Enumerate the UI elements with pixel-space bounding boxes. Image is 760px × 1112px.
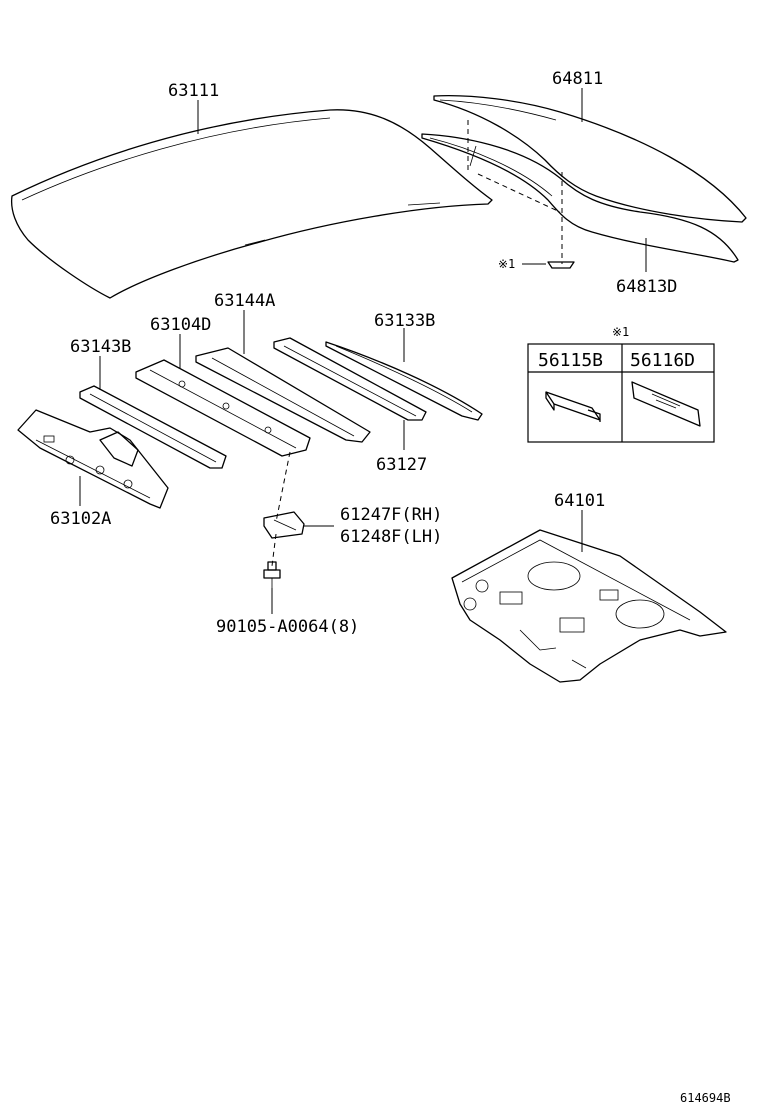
inset-box (527, 343, 715, 443)
label-63102a: 63102A (50, 509, 111, 529)
roof-bow-63104d (135, 359, 311, 457)
dashed-line-e (271, 533, 277, 567)
diagram-id: 614694B (680, 1091, 731, 1105)
window-clip (547, 261, 575, 269)
label-63143b: 63143B (70, 337, 131, 357)
label-63104d: 63104D (150, 315, 211, 335)
back-window-glass-64811 (433, 95, 747, 223)
label-63133b: 63133B (374, 311, 435, 331)
bracket-61247f (263, 511, 305, 539)
label-56115b: 56115B (538, 350, 603, 371)
label-63144a: 63144A (214, 291, 275, 311)
label-56116d: 56116D (630, 350, 695, 371)
note-mark-1: ※1 (498, 257, 515, 271)
roof-bow-63133b (325, 341, 483, 421)
front-header-63102a (17, 409, 169, 509)
label-63111: 63111 (168, 81, 219, 101)
roof-panel-63111 (10, 109, 493, 299)
roof-bow-63144a (195, 347, 371, 443)
label-61247f: 61247F(RH) (340, 505, 442, 525)
roof-bow-63127 (273, 337, 427, 421)
label-64811: 64811 (552, 69, 603, 89)
bolt-90105 (263, 561, 281, 588)
label-90105: 90105-A0064(8) (216, 617, 359, 637)
label-61248f: 61248F(LH) (340, 527, 442, 547)
label-63127: 63127 (376, 455, 427, 475)
part-56116d-drawing (631, 381, 701, 427)
note-mark-2: ※1 (612, 325, 629, 339)
dashed-line-c (477, 173, 561, 213)
package-tray-64101 (451, 529, 727, 683)
label-64101: 64101 (554, 491, 605, 511)
part-56115b-drawing (545, 391, 601, 422)
window-moulding-64813d (421, 133, 739, 263)
roof-bow-63143b (79, 385, 227, 469)
dashed-line-d (275, 451, 291, 523)
label-64813d: 64813D (616, 277, 677, 297)
